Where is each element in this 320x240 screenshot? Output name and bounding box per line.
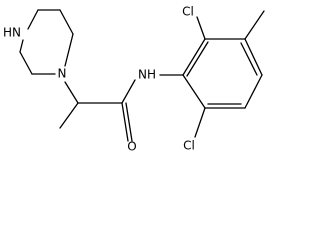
bond — [19, 51, 33, 75]
propanamide-chain — [59, 74, 184, 142]
bond — [240, 42, 258, 76]
chemical-structure: HN N NH O Cl Cl — [3, 5, 265, 154]
carbonyl-oxygen-label: O — [127, 140, 136, 154]
bond — [19, 39, 24, 53]
amide-nh-label: NH — [138, 68, 156, 82]
bond — [182, 38, 206, 76]
bond — [244, 38, 263, 76]
aryl-ring — [182, 38, 263, 109]
bond — [64, 81, 79, 104]
piperazine-ring — [19, 9, 74, 75]
bond — [182, 74, 206, 109]
substituents — [194, 10, 265, 138]
bond — [27, 9, 39, 30]
piperazine-n-label: N — [58, 67, 67, 81]
bond — [64, 33, 74, 67]
bond — [121, 102, 129, 142]
chlorine-bottom-label: Cl — [183, 139, 195, 153]
bond — [59, 102, 79, 129]
atom-labels: HN N NH O Cl Cl — [3, 5, 195, 154]
piperazine-nh-label: HN — [3, 26, 21, 40]
bond — [121, 79, 136, 104]
bond — [244, 10, 265, 40]
bond — [244, 74, 263, 109]
bond — [196, 16, 206, 40]
bond — [125, 102, 133, 142]
bond — [186, 41, 209, 77]
bond — [194, 107, 206, 138]
bond — [59, 9, 74, 35]
chlorine-top-label: Cl — [182, 5, 194, 19]
